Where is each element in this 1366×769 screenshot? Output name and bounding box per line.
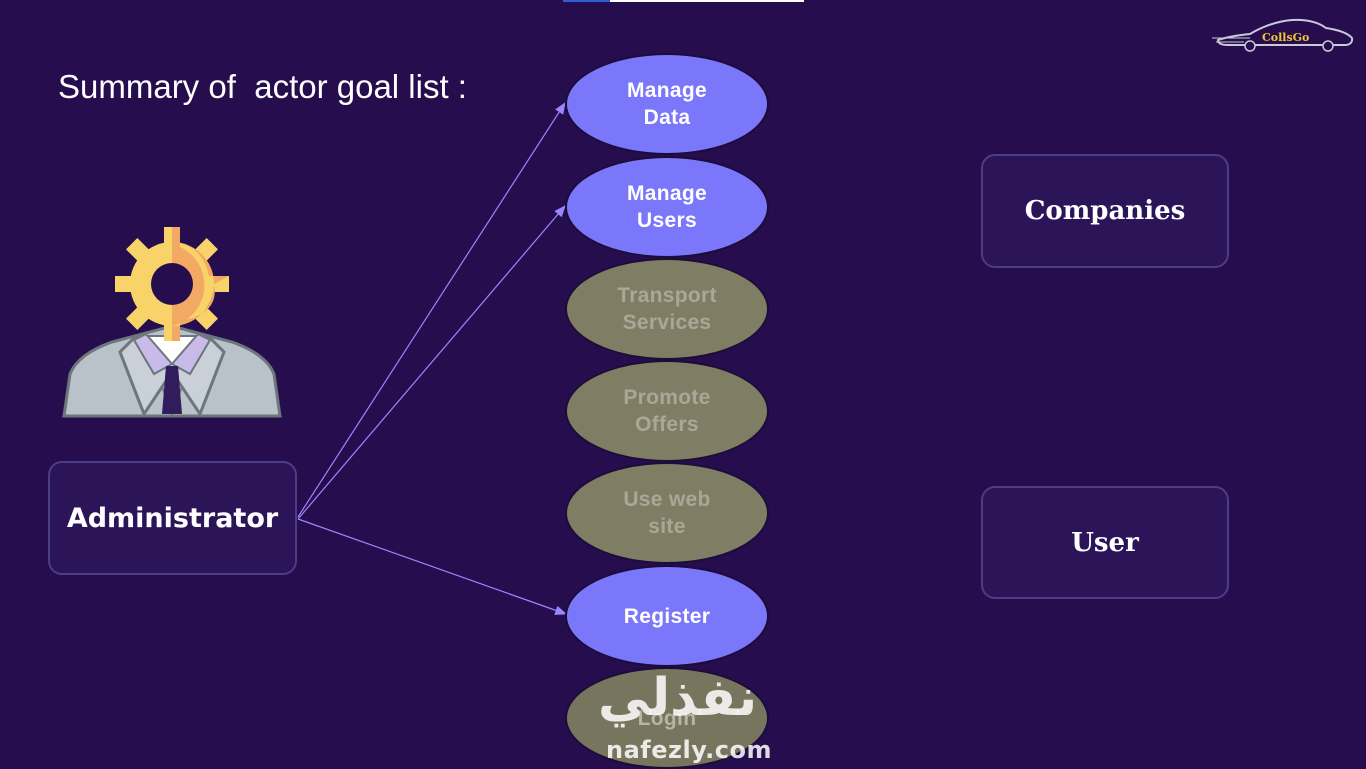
actor-administrator-label: Administrator [66,502,279,534]
top-progress-accent [563,0,610,2]
arrow-to-manage-data [297,101,566,518]
use-case-promote-offers[interactable]: Promote Offers [565,360,769,462]
actor-companies[interactable]: Companies [981,154,1229,268]
use-case-label: Login [637,706,697,730]
administrator-icon [62,224,282,429]
use-case-label: Use web site [623,488,711,538]
use-case-transport-services[interactable]: Transport Services [565,258,769,360]
actor-companies-label: Companies [1024,196,1186,226]
arrow-to-manage-users [297,205,566,520]
watermark-latin: nafezly.com [606,736,772,764]
use-case-label: Promote Offers [623,386,711,436]
use-case-label: Manage Users [627,182,707,232]
use-case-label: Register [623,604,711,628]
actor-user[interactable]: User [981,486,1229,599]
use-case-manage-data[interactable]: Manage Data [565,53,769,155]
actor-administrator[interactable]: Administrator [48,461,297,575]
arrow-to-register [297,518,568,615]
actor-user-label: User [1071,527,1139,558]
use-case-label: Transport Services [617,284,717,334]
svg-text:CollsGo: CollsGo [1262,31,1309,44]
collsgo-logo: CollsGo [1210,14,1356,59]
use-case-use-web-site[interactable]: Use web site [565,462,769,564]
top-progress-bar [610,0,804,2]
watermark-arabic: نفذلي [598,668,758,728]
slide-title: Summary of actor goal list : [58,68,467,105]
use-case-label: Manage Data [627,79,707,129]
use-case-register[interactable]: Register [565,565,769,667]
use-case-manage-users[interactable]: Manage Users [565,156,769,258]
